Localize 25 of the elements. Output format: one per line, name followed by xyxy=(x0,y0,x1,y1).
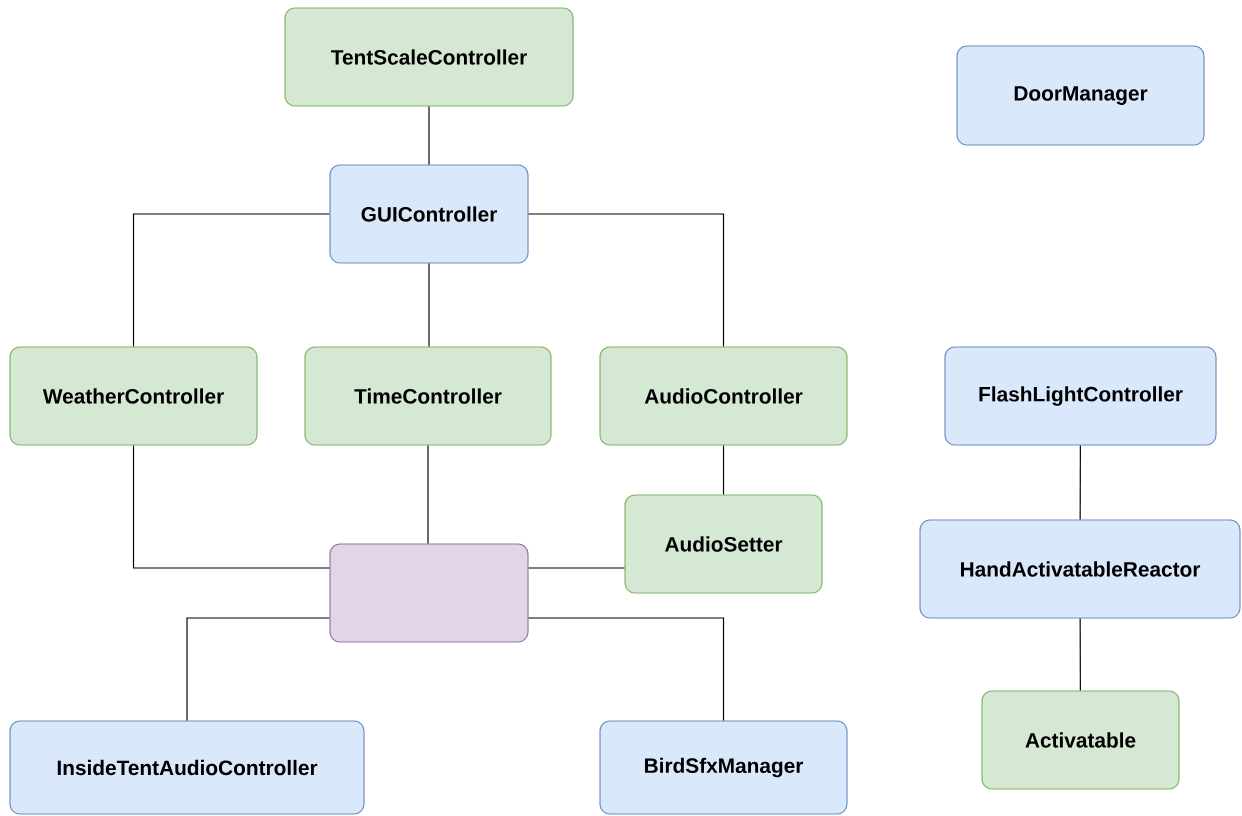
class-box: TentScaleController xyxy=(284,7,574,107)
connector-line xyxy=(528,567,625,569)
class-box: Activatable xyxy=(981,690,1180,790)
class-box: AudioSetter xyxy=(624,494,823,594)
connector-line xyxy=(186,617,330,721)
connector-line xyxy=(722,445,725,495)
connector-line xyxy=(427,445,429,544)
connector-line xyxy=(428,263,430,347)
class-box: HandActivatableReactor xyxy=(919,519,1241,619)
connector-line xyxy=(132,213,330,347)
class-box: AudioController xyxy=(599,346,848,446)
class-box: WeatherController xyxy=(9,346,258,446)
connector-line xyxy=(1079,618,1081,691)
connector-line xyxy=(132,445,330,569)
class-box: DoorManager xyxy=(956,45,1205,146)
connector-line xyxy=(428,106,430,165)
connector-line xyxy=(528,213,725,347)
class-box: BirdSfxManager xyxy=(599,720,848,815)
process-box xyxy=(329,543,529,643)
class-box: GUIController xyxy=(329,164,529,264)
class-box: InsideTentAudioController xyxy=(9,720,365,815)
class-box: TimeController xyxy=(304,346,552,446)
class-box: FlashLightController xyxy=(944,346,1217,446)
connector-line xyxy=(1079,445,1081,520)
connector-line xyxy=(528,617,725,721)
